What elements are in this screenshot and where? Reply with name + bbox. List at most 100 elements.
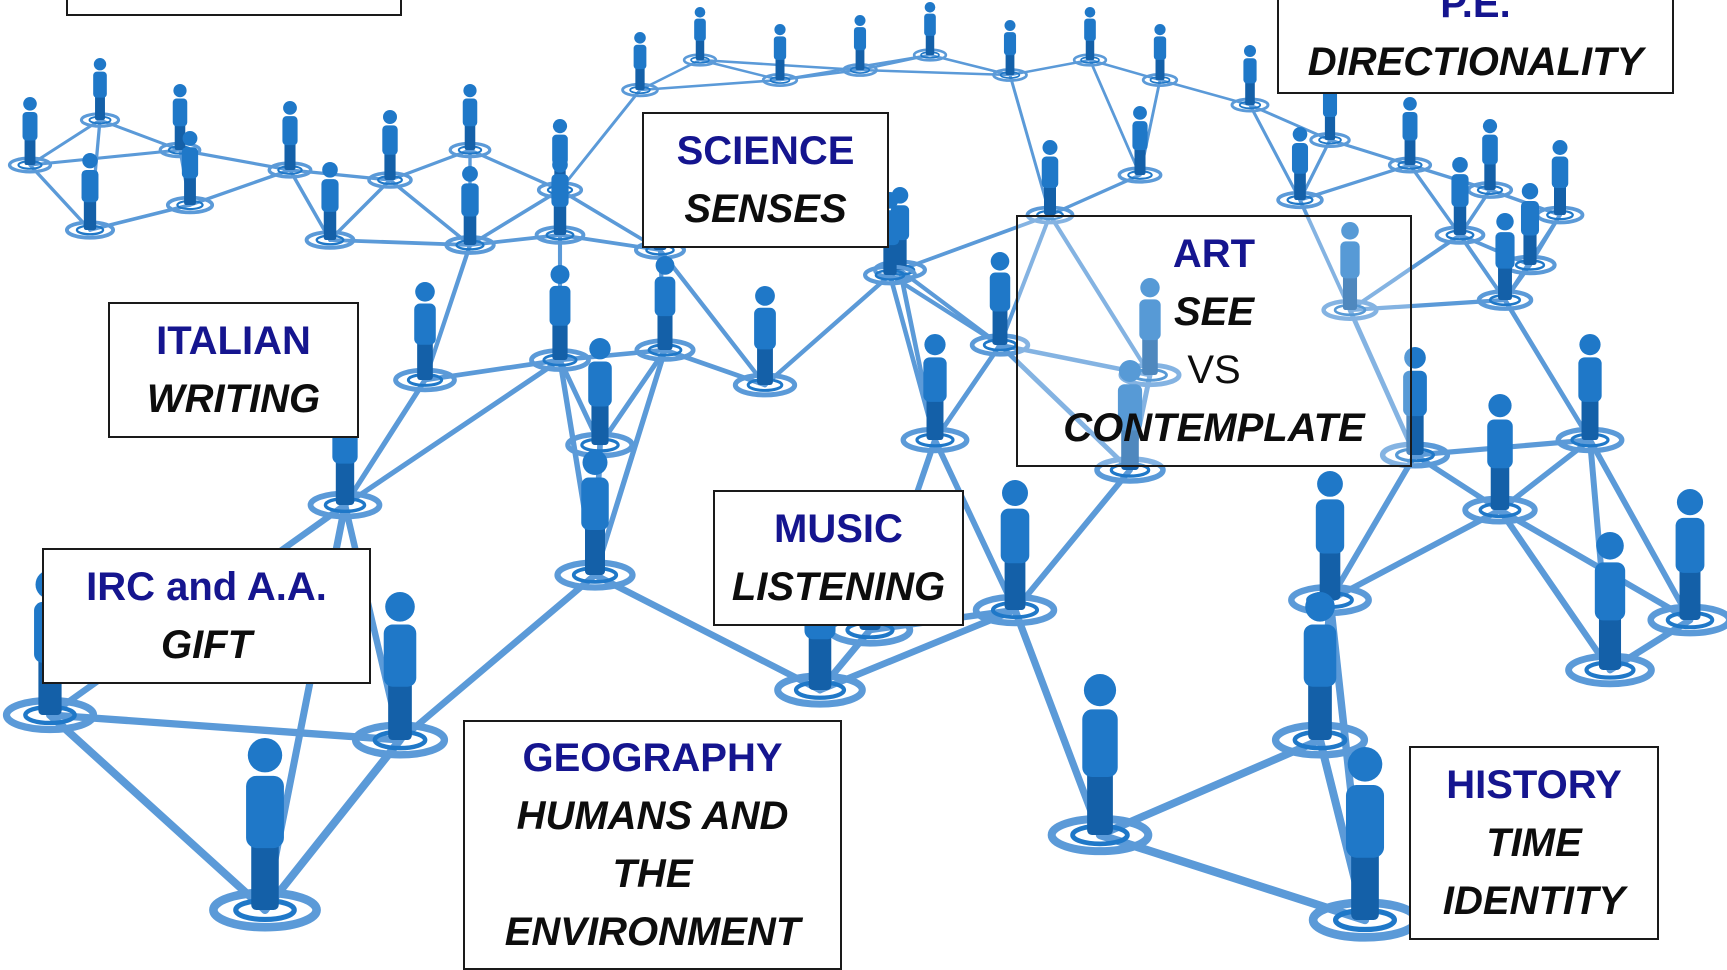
pe-topic: DIRECTIONALITY (1307, 40, 1644, 84)
network-link (638, 78, 782, 92)
person-figure (1117, 105, 1163, 184)
network-link (388, 178, 472, 247)
network-link (342, 357, 563, 508)
network-link (288, 168, 332, 242)
network-link (28, 148, 182, 167)
art-topic-contemplate: CONTEMPLATE (1063, 406, 1365, 450)
network-link (1458, 233, 1507, 302)
network-link (1011, 606, 1104, 839)
network-link (657, 247, 768, 388)
person-figure (529, 265, 591, 372)
person-figure (1466, 119, 1514, 199)
italian-topic: WRITING (146, 377, 321, 421)
person-figure (554, 450, 636, 591)
network-link (597, 347, 668, 448)
person-figure (900, 334, 970, 454)
science-topic: SENSES (684, 187, 847, 231)
network-link (28, 163, 92, 232)
network-link (1327, 507, 1503, 603)
network-link (422, 357, 563, 383)
network-link (1095, 830, 1370, 925)
person-figure (842, 14, 878, 77)
person-figure (448, 84, 492, 159)
network-link (46, 711, 404, 744)
network-link (858, 68, 1012, 77)
person-figure (565, 338, 635, 459)
network-link (591, 571, 824, 694)
person-figure (1387, 97, 1433, 174)
network-link (1502, 297, 1593, 443)
person-figure (1276, 127, 1324, 210)
person-figure (992, 19, 1028, 82)
network-link (898, 213, 1052, 272)
network-link (1496, 506, 1694, 624)
person-figure (1288, 471, 1372, 617)
network-link (557, 347, 668, 363)
pe-box: P.E. DIRECTIONALITY (1277, 0, 1674, 94)
network-link (468, 233, 562, 247)
person-figure (1434, 157, 1486, 245)
network-link (28, 118, 102, 167)
person-figure (1072, 7, 1108, 67)
person-figure (64, 153, 116, 240)
person-figure (267, 100, 313, 179)
art-subject: ART (1172, 232, 1256, 276)
network-link (1496, 506, 1614, 674)
network-link (887, 272, 1003, 348)
network-link (932, 342, 1003, 443)
irc-topic: GIFT (160, 623, 253, 667)
music-topic: LISTENING (731, 565, 946, 609)
network-link (1096, 736, 1324, 839)
person-figure (393, 282, 457, 393)
network-link (1088, 58, 1142, 177)
person-figure (304, 162, 356, 250)
person-figure (1118, 278, 1182, 388)
network-link (288, 168, 392, 182)
network-link (762, 272, 893, 388)
person-figure (912, 2, 948, 62)
network-link (396, 571, 599, 744)
person-figure (732, 286, 798, 398)
italian-box: ITALIAN WRITING (108, 302, 359, 438)
person-figure (351, 592, 449, 759)
network-link (261, 736, 404, 914)
person-figure (1321, 222, 1379, 321)
network-link (1587, 437, 1693, 623)
network-link (1298, 198, 1352, 312)
network-link (997, 342, 1133, 473)
network-link (1248, 103, 1302, 202)
untitled-box (66, 0, 402, 16)
geography-box: GEOGRAPHY HUMANS AND THE ENVIRONMENT (463, 720, 842, 970)
pe-subject: P.E. (1440, 0, 1511, 26)
music-subject: MUSIC (774, 507, 903, 551)
network-link (1012, 467, 1133, 613)
person-figure (165, 131, 215, 215)
geography-topic-line-1: HUMANS AND (516, 794, 789, 838)
music-box: MUSIC LISTENING (713, 490, 964, 626)
person-figure (1047, 674, 1153, 856)
person-figure (444, 166, 496, 255)
person-figure (1094, 360, 1166, 484)
person-figure (7, 97, 53, 174)
geography-topic-line-2: THE (612, 852, 693, 896)
history-box: HISTORY TIME IDENTITY (1409, 746, 1659, 940)
person-figure (1535, 140, 1585, 225)
person-figure (79, 58, 121, 128)
history-topic-time: TIME (1486, 821, 1582, 865)
network-people (2, 2, 1727, 942)
person-figure (1230, 44, 1270, 113)
network-link (558, 88, 642, 192)
science-box: SCIENCE SENSES (642, 112, 889, 248)
person-figure (761, 24, 799, 88)
network-link (1347, 307, 1418, 458)
network-link (468, 188, 562, 247)
network-link (1008, 73, 1052, 217)
network-link (1348, 233, 1462, 312)
person-figure (634, 256, 696, 362)
person-figure (209, 738, 321, 932)
network-link (816, 606, 1019, 694)
history-topic-identity: IDENTITY (1442, 879, 1626, 923)
art-connector: VS (1187, 348, 1241, 392)
network-link (46, 711, 269, 914)
person-figure (682, 7, 718, 67)
